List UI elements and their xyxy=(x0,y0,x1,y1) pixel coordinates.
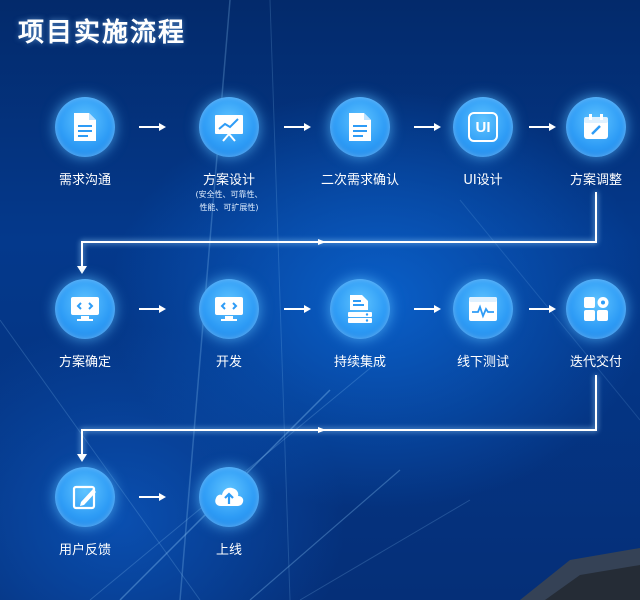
flow-arrow-5 xyxy=(139,305,166,313)
step-icon-circle xyxy=(55,467,115,527)
cloud-upload-icon xyxy=(215,487,244,506)
flow-arrow-8 xyxy=(529,305,556,313)
page-title: 项目实施流程 xyxy=(18,18,187,48)
flow-arrow-3 xyxy=(414,123,441,131)
step-label: 用户反馈 xyxy=(58,543,111,558)
step-icon-circle xyxy=(199,279,259,339)
step-label: 需求沟通 xyxy=(58,173,111,188)
flow-arrow-9 xyxy=(139,493,166,501)
step-solution-confirmed: 方案确定 xyxy=(55,279,115,370)
step-label: 开发 xyxy=(215,355,242,370)
step-solution-design: 方案设计 (安全性、可靠性、性能、可扩展性) xyxy=(195,97,263,212)
step-icon-circle xyxy=(453,279,513,339)
step-icon-circle xyxy=(330,279,390,339)
step-label: 线下测试 xyxy=(456,355,509,370)
step-requirements-communication: 需求沟通 xyxy=(55,97,115,188)
step-icon-circle xyxy=(566,279,626,339)
flow-arrow-4 xyxy=(529,123,556,131)
step-secondary-confirmation: 二次需求确认 xyxy=(321,97,399,188)
step-ui-design: UI UI设计 xyxy=(453,97,513,188)
step-icon-circle xyxy=(199,467,259,527)
monitor-code-icon xyxy=(215,297,243,321)
step-label: 持续集成 xyxy=(333,355,386,370)
step-icon-circle xyxy=(55,97,115,157)
ui-icon: UI xyxy=(468,112,498,142)
document-icon xyxy=(74,113,96,141)
step-label: 方案确定 xyxy=(58,355,111,370)
step-icon-circle: UI xyxy=(453,97,513,157)
step-label: 方案设计 xyxy=(202,173,255,188)
step-label: 迭代交付 xyxy=(569,355,622,370)
step-iterative-delivery: 迭代交付 xyxy=(566,279,626,370)
step-sublabel: (安全性、可靠性、性能、可扩展性) xyxy=(159,188,299,214)
step-user-feedback: 用户反馈 xyxy=(55,467,115,558)
step-continuous-integration: 持续集成 xyxy=(330,279,390,370)
step-solution-adjustment: 方案调整 xyxy=(566,97,626,188)
edit-pen-icon xyxy=(72,485,96,510)
document-icon xyxy=(349,113,371,141)
step-offline-testing: 线下测试 xyxy=(453,279,513,370)
step-development: 开发 xyxy=(199,279,259,370)
monitor-code-icon xyxy=(71,297,99,321)
calendar-edit-icon xyxy=(584,114,608,139)
step-sublabel-line-1: (安全性、可靠性、 xyxy=(195,190,263,199)
step-go-live: 上线 xyxy=(199,467,259,558)
step-sublabel-line-2: 性能、可扩展性) xyxy=(199,203,259,212)
step-icon-circle xyxy=(330,97,390,157)
step-label: 二次需求确认 xyxy=(320,173,399,188)
presentation-chart-icon xyxy=(215,115,243,142)
step-label: 上线 xyxy=(215,543,242,558)
step-label: UI设计 xyxy=(463,173,503,188)
server-stack-icon xyxy=(348,295,372,323)
flow-arrow-1 xyxy=(139,123,166,131)
step-icon-circle xyxy=(199,97,259,157)
flow-arrow-6 xyxy=(284,305,311,313)
step-label: 方案调整 xyxy=(569,173,622,188)
browser-pulse-icon xyxy=(469,297,497,321)
flow-arrow-2 xyxy=(284,123,311,131)
step-icon-circle xyxy=(566,97,626,157)
app-grid-icon xyxy=(584,297,609,321)
flow-arrow-7 xyxy=(414,305,441,313)
step-icon-circle xyxy=(55,279,115,339)
